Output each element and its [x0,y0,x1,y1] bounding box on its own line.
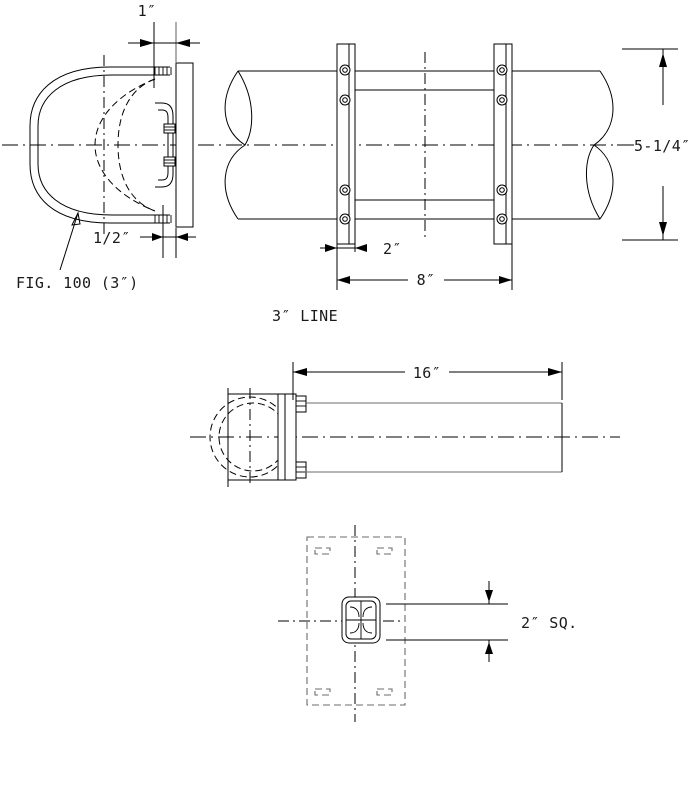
dimension-label-half-inch: 1/2″ [93,229,131,247]
dimension-label-two-inch: 2″ [383,240,402,258]
flange-nut-bottom [295,461,307,479]
arrow-2sq-bottom [485,642,493,654]
saddle-nut-lower [163,156,176,167]
dimension-label-five-and-quarter: 5-1/4″ [634,137,691,155]
dim-label-8in-mask [408,270,444,290]
hidden-plate-outline [306,536,406,706]
flange-plate [277,393,297,481]
dimension-one-inch: 1″ [128,2,200,88]
pipe-break-left-b [237,70,253,146]
fig-100-leader-arrow [71,211,81,226]
flange-nut-top [295,395,307,413]
side-elevation-view: 16″ [190,362,620,487]
dimension-label-two-inch-square: 2″ SQ. [521,614,578,632]
arrow-2sq-top [485,590,493,602]
dimension-label-sixteen-inch: 16″ [413,364,441,382]
clamp-plate-left [336,43,356,245]
arrow-16in-left [293,368,307,376]
pipe-hidden-arc-left [94,78,156,212]
square-tube-section [341,596,381,644]
fig-100-leader-line [59,212,79,271]
dimension-two-inch-square: 2″ SQ. [386,581,578,662]
saddle-nut-upper [163,123,176,134]
hidden-bolt-bottom-left [314,688,331,696]
clamp-plate-right [493,43,513,245]
hidden-bolt-bottom-right [376,688,393,696]
pipe-hidden-arc-right [117,78,156,212]
top-view: 1″ 1/2″ FIG. 100 (3″) 2″ [2,2,691,325]
dimension-half-inch: 1/2″ [93,205,196,258]
pipe-break-right-b [586,144,601,220]
dimension-label-eight-inch: 8″ [417,271,436,289]
arrow-525-bottom [659,222,667,236]
dim-label-16in-mask [405,362,449,382]
clamp-saddle-inner [158,109,169,181]
dimension-five-and-quarter: 5-1/4″ [617,48,691,241]
tube-quadrant-top-right [362,606,373,618]
arrow-525-top [659,53,667,67]
clamp-plate-left-bolts [339,64,351,225]
backing-plate [175,62,194,228]
threaded-rod-top [154,67,172,75]
arrow-8in-right [499,276,512,284]
arrow-half-left [152,233,163,241]
arrow-1in-right [176,39,190,47]
tube-quadrant-top-left [349,606,360,618]
caption-three-inch-line: 3″ LINE [272,307,338,325]
dimension-eight-inch: 8″ [336,244,513,290]
arrow-2in-left [325,244,337,252]
arrow-16in-right [548,368,562,376]
dimension-two-inch: 2″ [320,240,402,258]
tube-quadrant-bottom-right [362,622,373,634]
end-section-view: 2″ SQ. [278,525,578,722]
hidden-bolt-top-left [314,547,331,555]
arrow-2in-right [355,244,367,252]
dimension-sixteen-inch: 16″ [292,362,563,400]
arrow-half-right [176,233,188,241]
tube-quadrant-bottom-left [349,622,360,634]
u-bolt-inner-profile [37,74,170,216]
arrow-1in-left [140,39,154,47]
arrow-8in-left [337,276,350,284]
clamp-plate-right-bolts [496,64,508,225]
clamp-saddle-outer [155,102,174,188]
u-bolt-end-view [29,55,194,271]
u-bolt-outer-profile [29,66,170,224]
hidden-bolt-top-right [376,547,393,555]
pipe-body-top-view [224,70,614,220]
dimension-label-one-inch: 1″ [138,2,157,20]
part-label-fig-100: FIG. 100 (3″) [16,274,139,292]
